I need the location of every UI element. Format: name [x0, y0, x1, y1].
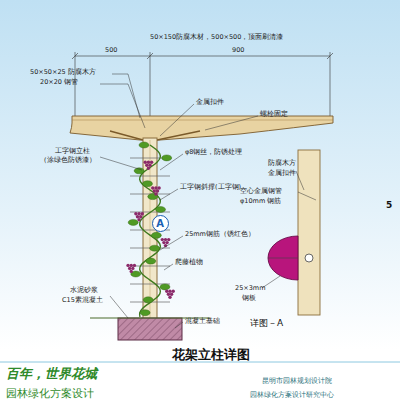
grape	[145, 164, 148, 167]
grape	[130, 264, 133, 267]
grape	[130, 270, 133, 273]
grape	[162, 241, 165, 244]
timber-joint	[72, 120, 333, 121]
grape	[148, 164, 151, 167]
leader-lines	[100, 74, 316, 328]
detail-label: 钢板	[242, 295, 256, 302]
grape	[150, 161, 153, 164]
grape	[168, 296, 171, 299]
leaf	[160, 284, 170, 290]
grape	[165, 290, 168, 293]
part-label: 金属扣件	[196, 99, 224, 106]
grape	[137, 218, 140, 221]
grape	[171, 290, 174, 293]
detail-axis	[268, 258, 298, 259]
callout-letter: A	[156, 218, 164, 229]
subtitle: 园林绿化方案设计	[6, 388, 94, 401]
leaf	[143, 297, 153, 303]
grape	[161, 238, 164, 241]
timber-top	[70, 116, 333, 140]
part-label: 50×50×25 防腐木方	[30, 69, 96, 76]
grape	[134, 212, 137, 215]
detail-label: φ10mm 钢筋	[240, 198, 281, 205]
detail-clamp	[268, 236, 298, 280]
part-label: φ8钢丝，防锈处理	[185, 149, 242, 156]
detail-label: 防腐木方	[268, 160, 296, 167]
part-label: 25mm钢筋（锈红色）	[185, 231, 255, 238]
drawing-title: 花架立柱详图	[172, 348, 250, 363]
grape	[164, 238, 167, 241]
leaf	[140, 310, 150, 316]
climbing-plant	[126, 142, 175, 317]
grape	[168, 290, 171, 293]
grape	[133, 264, 136, 267]
leaf	[134, 168, 144, 174]
part-label: 工字钢立柱	[55, 148, 90, 155]
dimension-note: 50×150防腐木材，500×500，顶面刷清漆	[150, 34, 283, 41]
grape	[144, 161, 147, 164]
grape	[147, 167, 150, 170]
grape	[131, 267, 134, 270]
slogan: 百年，世界花城	[6, 367, 97, 382]
grape	[170, 293, 173, 296]
grape	[141, 212, 144, 215]
grape	[136, 215, 139, 218]
dimension: 500	[105, 47, 117, 54]
leaf	[156, 207, 166, 213]
leaf	[128, 219, 138, 225]
grape	[154, 192, 157, 195]
grape	[157, 186, 160, 189]
grape	[147, 161, 150, 164]
detail-bolt	[305, 254, 313, 262]
grape	[151, 186, 154, 189]
institution: 昆明市园林规划设计院	[262, 377, 332, 385]
grape	[165, 241, 168, 244]
part-label: 螺栓固定	[260, 111, 288, 118]
detail-title: 详图－A	[250, 318, 283, 328]
callout-circle: A	[152, 215, 169, 232]
grape	[128, 267, 131, 270]
part-label: 工字钢斜撑(工字钢)	[180, 184, 241, 191]
part-label: 爬藤植物	[175, 259, 203, 266]
dimension: 900	[232, 47, 244, 54]
page-number: 5	[386, 200, 392, 210]
leaf	[139, 142, 149, 148]
grape	[154, 186, 157, 189]
leaf	[162, 155, 172, 161]
detail-dimension: 25×3mm	[235, 285, 266, 292]
grape	[139, 215, 142, 218]
leaf	[151, 232, 161, 238]
grape	[167, 238, 170, 241]
background	[0, 0, 400, 350]
footer-band	[0, 362, 400, 410]
part-label: 水泥砂浆	[70, 287, 98, 294]
leaf	[146, 258, 156, 264]
detail-label: 空心金属钢管	[240, 188, 282, 195]
part-note: （涂绿色防锈漆）	[40, 157, 96, 164]
detail-post	[298, 150, 320, 315]
grape	[126, 264, 129, 267]
concrete-footing	[118, 318, 182, 340]
leaf	[150, 245, 160, 251]
institution: 园林绿化方案设计研究中心	[250, 391, 334, 399]
footing-hatch	[118, 318, 182, 340]
grape	[137, 212, 140, 215]
part-label: 20×20 钢管	[40, 79, 78, 86]
leaf	[142, 181, 152, 187]
grape	[156, 189, 159, 192]
detail-label: 金属扣件	[268, 170, 296, 177]
wire-ring	[130, 176, 170, 177]
part-label: C15素混凝土	[62, 297, 103, 304]
grape	[167, 293, 170, 296]
grape	[153, 189, 156, 192]
part-label: 混凝土基础	[185, 318, 220, 325]
